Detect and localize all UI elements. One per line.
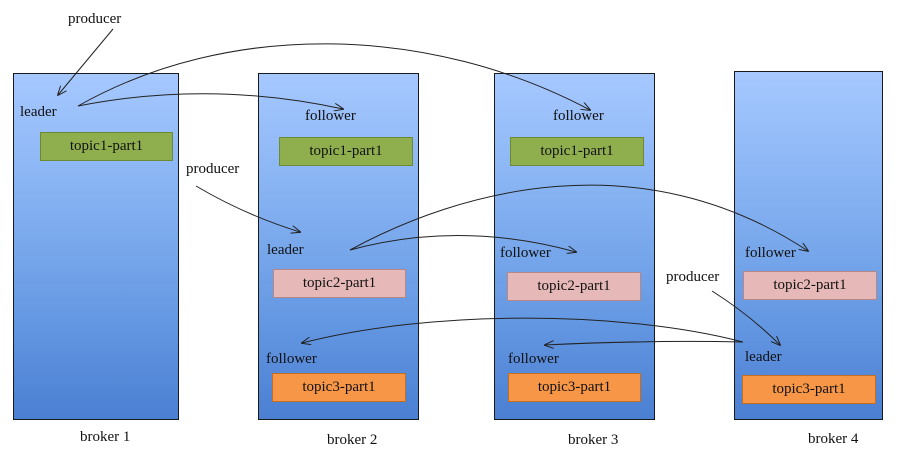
broker-4-topic2-partition: topic2-part1 (743, 271, 877, 300)
broker-4-follower-topic2-label: follower (745, 245, 796, 261)
broker-1-box (13, 73, 179, 420)
producer-1-label: producer (68, 11, 122, 27)
broker-3-follower-topic1-label: follower (553, 108, 604, 124)
broker-1-leader-label: leader (20, 104, 57, 120)
broker-3-topic1-partition: topic1-part1 (510, 137, 644, 166)
producer-2-label: producer (186, 161, 240, 177)
broker-4-label: broker 4 (808, 431, 859, 447)
broker-2-leader-label: leader (267, 242, 304, 258)
broker-3-topic2-partition: topic2-part1 (507, 272, 641, 301)
broker-4-topic3-partition: topic3-part1 (742, 375, 876, 404)
broker-2-topic2-partition: topic2-part1 (273, 269, 406, 298)
broker-4-leader-label: leader (745, 349, 782, 365)
broker-2-follower-topic3-label: follower (266, 351, 317, 367)
broker-3-follower-topic3-label: follower (508, 351, 559, 367)
broker-1-label: broker 1 (80, 429, 131, 445)
broker-3-follower-topic2-label: follower (500, 245, 551, 261)
broker-3-label: broker 3 (568, 432, 619, 448)
broker-1-topic1-partition: topic1-part1 (40, 132, 173, 161)
broker-2-label: broker 2 (327, 432, 378, 448)
broker-2-topic3-partition: topic3-part1 (272, 373, 406, 402)
broker-2-topic1-partition: topic1-part1 (279, 137, 413, 166)
broker-2-follower-topic1-label: follower (305, 108, 356, 124)
broker-3-topic3-partition: topic3-part1 (508, 373, 641, 402)
producer-3-label: producer (666, 269, 720, 285)
